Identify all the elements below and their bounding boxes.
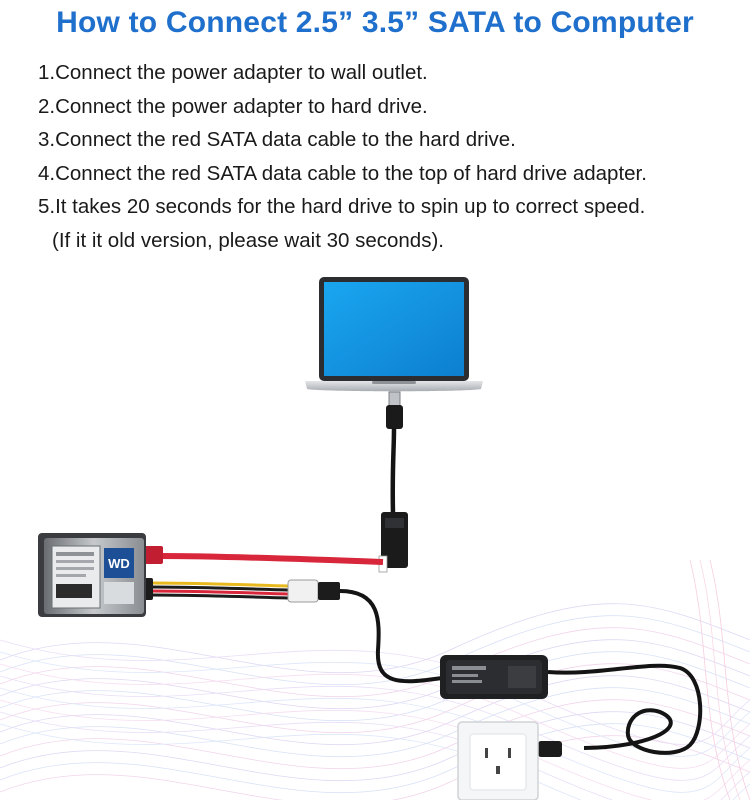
usb-plug-icon bbox=[386, 391, 403, 429]
step-item: 5.It takes 20 seconds for the hard drive… bbox=[38, 195, 646, 219]
step-item: 2.Connect the power adapter to hard driv… bbox=[38, 94, 428, 118]
instruction-list: 1.Connect the power adapter to wall outl… bbox=[38, 62, 647, 264]
wall-outlet-icon bbox=[457, 721, 539, 800]
usb-sata-adapter-icon bbox=[378, 512, 408, 573]
sata-data-plug bbox=[145, 546, 163, 564]
molex-connector-2 bbox=[318, 582, 340, 600]
hard-drive-icon: WD bbox=[38, 533, 146, 617]
ac-cord bbox=[547, 663, 703, 755]
step-item: 4.Connect the red SATA data cable to the… bbox=[38, 161, 647, 185]
usb-cable bbox=[390, 427, 397, 514]
hard-drive-brand: WD bbox=[108, 556, 130, 571]
power-wires bbox=[149, 581, 291, 600]
step-item: 3.Connect the red SATA data cable to the… bbox=[38, 128, 516, 152]
ac-plug bbox=[538, 741, 562, 757]
sata-data-cable bbox=[159, 553, 384, 565]
laptop-icon bbox=[305, 277, 483, 392]
dc-cable bbox=[339, 589, 443, 684]
page-title: How to Connect 2.5” 3.5” SATA to Compute… bbox=[56, 6, 694, 39]
step-item: 1.Connect the power adapter to wall outl… bbox=[38, 61, 428, 84]
molex-connector bbox=[287, 579, 319, 603]
step-note: (If it it old version, please wait 30 se… bbox=[52, 228, 444, 252]
power-adapter-icon bbox=[440, 655, 548, 699]
